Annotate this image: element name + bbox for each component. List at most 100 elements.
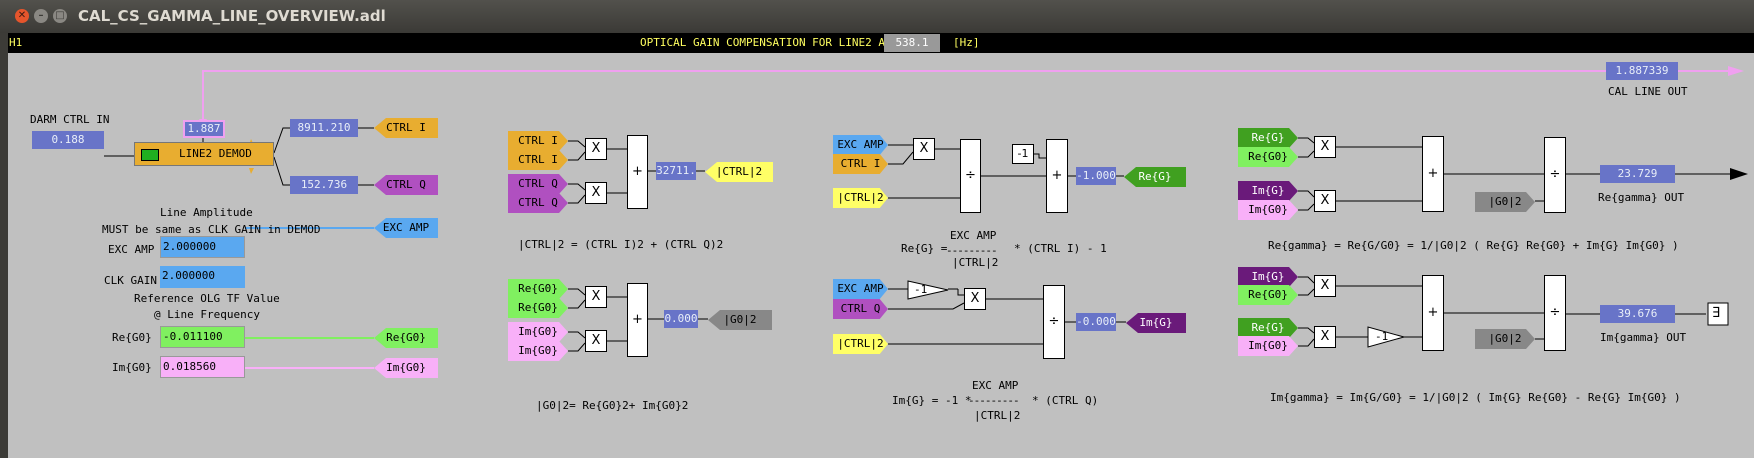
re-gamma-in1: Re{G} xyxy=(1238,128,1298,148)
re-g-formula-num: EXC AMP xyxy=(950,229,997,242)
im-gamma-in1: Im{G} xyxy=(1238,267,1298,287)
ctrl-q-value: 152.736 xyxy=(290,176,358,194)
line-out-label: CAL LINE OUT xyxy=(1608,85,1688,98)
re-gamma-in4: Im{G0} xyxy=(1238,200,1298,220)
sum-op: + xyxy=(1422,136,1444,212)
ctrl-q-tag: CTRL Q xyxy=(374,175,438,195)
im-gamma-in4: Im{G0} xyxy=(1238,336,1298,356)
clk-gain-value: 2.000000 xyxy=(160,266,245,288)
multiply-op: X xyxy=(585,138,607,160)
fraction-bar: --------- xyxy=(968,394,1020,407)
multiply-op: X xyxy=(585,182,607,204)
im-g-value: -0.000 xyxy=(1076,313,1116,331)
multiply-op: X xyxy=(964,288,986,310)
demod-led-icon xyxy=(141,149,159,161)
frequency-unit: [Hz] xyxy=(953,36,980,49)
g0-mag-in4: Im{G0} xyxy=(508,341,568,361)
exc-amp-input[interactable]: 2.000000 xyxy=(160,236,245,258)
im-g0-input[interactable]: 0.018560 xyxy=(160,356,245,378)
multiply-op: X xyxy=(1314,136,1336,158)
demod-freq-readout: 1.887 xyxy=(183,120,225,138)
darm-ctrl-value: 0.188 xyxy=(32,131,104,149)
re-gamma-in3: Im{G} xyxy=(1238,181,1298,201)
signal-wires xyxy=(104,66,1748,369)
im-gamma-value: 39.676 xyxy=(1600,305,1675,323)
im-g-formula-den: |CTRL|2 xyxy=(974,409,1021,422)
re-g-in1: EXC AMP xyxy=(833,135,888,155)
ctrl-mag-out-tag: |CTRL|2 xyxy=(705,162,773,182)
demod-label: LINE2 DEMOD xyxy=(179,147,252,160)
im-g-formula-rhs: * (CTRL Q) xyxy=(1032,394,1099,407)
g0-mag-value: 0.000 xyxy=(664,310,698,328)
g0-mag-out-tag: |G0|2 xyxy=(708,310,772,330)
header-title: OPTICAL GAIN COMPENSATION FOR LINE2 AT xyxy=(640,36,892,49)
ctrl-mag-formula: |CTRL|2 = (CTRL I)2 + (CTRL Q)2 xyxy=(518,238,724,251)
amplitude-note: MUST be same as CLK GAIN in DEMOD xyxy=(102,223,321,236)
re-g-formula-den: |CTRL|2 xyxy=(952,256,999,269)
ctrl-i-value: 8911.210 xyxy=(290,119,358,137)
close-icon[interactable]: ✕ xyxy=(15,9,29,23)
reference-subtitle: @ Line Frequency xyxy=(154,308,260,321)
im-gamma-in2: Re{G0} xyxy=(1238,285,1298,305)
divide-op: ÷ xyxy=(1544,275,1566,351)
multiply-op: X xyxy=(585,330,607,352)
exc-amp-label: EXC AMP xyxy=(108,243,155,256)
divide-op: ÷ xyxy=(1544,137,1566,213)
ctrl-mag-in1: CTRL I xyxy=(508,131,568,151)
ctrl-i-tag: CTRL I xyxy=(374,118,438,138)
sum-op: + xyxy=(1422,275,1444,351)
im-gamma-gain: -1 xyxy=(1375,330,1389,343)
ifo-label: H1 xyxy=(9,36,23,49)
re-g-value: -1.000 xyxy=(1076,167,1116,185)
re-g-formula-rhs: * (CTRL I) - 1 xyxy=(1014,242,1107,255)
im-g0-label: Im{G0} xyxy=(112,361,152,374)
ctrl-mag-in4: CTRL Q xyxy=(508,193,568,213)
re-g-in3: |CTRL|2 xyxy=(833,188,888,208)
re-gamma-value: 23.729 xyxy=(1600,165,1675,183)
ctrl-mag-in3: CTRL Q xyxy=(508,174,568,194)
sum-op: + xyxy=(1046,139,1068,213)
g0-mag-in3: Im{G0} xyxy=(508,322,568,342)
re-g-in2: CTRL I xyxy=(833,154,888,174)
re-g-const: -1 xyxy=(1012,144,1034,164)
im-g-formula-lhs: Im{G} = -1 * xyxy=(892,394,972,407)
im-g-formula-num: EXC AMP xyxy=(972,379,1019,392)
im-g-gain: -1 xyxy=(914,283,928,296)
im-gamma-out-label: Im{gamma} OUT xyxy=(1600,331,1687,344)
medm-canvas: H1 OPTICAL GAIN COMPENSATION FOR LINE2 A… xyxy=(8,33,1754,458)
im-gamma-den-tag: |G0|2 xyxy=(1475,329,1535,349)
exc-amp-tag: EXC AMP xyxy=(374,218,438,238)
re-g0-input[interactable]: -0.011100 xyxy=(160,326,245,348)
im-gamma-in3: Re{G} xyxy=(1238,318,1298,338)
window-title: CAL_CS_GAMMA_LINE_OVERVIEW.adl xyxy=(78,7,386,25)
re-g0-label: Re{G0} xyxy=(112,331,152,344)
minimize-icon[interactable]: – xyxy=(34,9,48,23)
ctrl-mag-in2: CTRL I xyxy=(508,150,568,170)
line-out-value: 1.887339 xyxy=(1606,62,1678,80)
terminator-icon: ∃ xyxy=(1712,305,1721,321)
re-gamma-in2: Re{G0} xyxy=(1238,147,1298,167)
g0-mag-formula: |G0|2= Re{G0}2+ Im{G0}2 xyxy=(536,399,689,412)
im-g-out-tag: Im{G} xyxy=(1126,313,1186,333)
multiply-op: X xyxy=(1314,326,1336,348)
im-g0-tag: Im{G0} xyxy=(374,358,438,378)
line2-demod-button[interactable]: LINE2 DEMOD xyxy=(134,142,274,166)
header-bar: H1 OPTICAL GAIN COMPENSATION FOR LINE2 A… xyxy=(8,33,1754,53)
multiply-op: X xyxy=(1314,190,1336,212)
darm-ctrl-label: DARM CTRL IN xyxy=(30,113,110,126)
multiply-op: X xyxy=(585,286,607,308)
g0-mag-in2: Re{G0} xyxy=(508,298,568,318)
g0-mag-in1: Re{G0} xyxy=(508,279,568,299)
re-gamma-den-tag: |G0|2 xyxy=(1475,192,1535,212)
maximize-icon[interactable]: □ xyxy=(53,9,67,23)
im-g-in1: EXC AMP xyxy=(833,279,888,299)
reference-title: Reference OLG TF Value xyxy=(134,292,280,305)
re-g-out-tag: Re{G} xyxy=(1124,167,1186,187)
title-bar: ✕ – □ CAL_CS_GAMMA_LINE_OVERVIEW.adl xyxy=(0,0,1754,33)
multiply-op: X xyxy=(1314,275,1336,297)
re-gamma-out-label: Re{gamma} OUT xyxy=(1598,191,1685,204)
ctrl-mag-value: 32711. xyxy=(656,162,696,180)
im-g-in3: |CTRL|2 xyxy=(833,334,888,354)
im-gamma-formula: Im{gamma} = Im{G/G0} = 1/|G0|2 ( Im{G} R… xyxy=(1270,391,1681,404)
sum-op: + xyxy=(627,135,648,209)
